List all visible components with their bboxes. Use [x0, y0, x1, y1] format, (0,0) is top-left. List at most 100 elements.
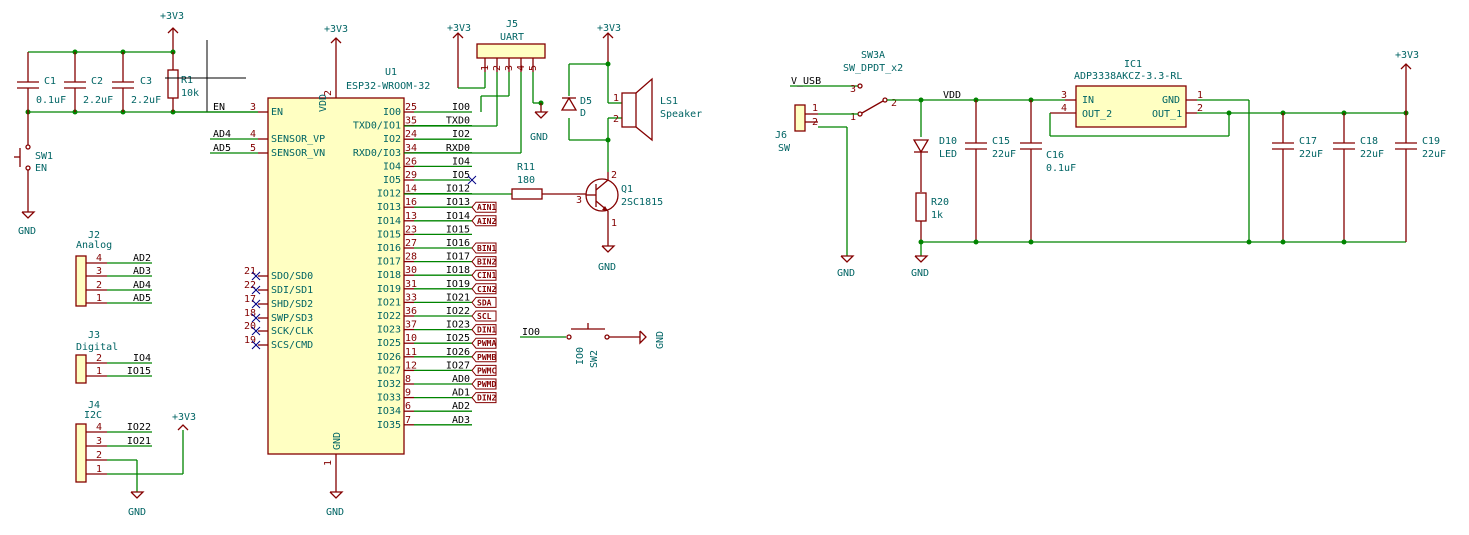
- capacitor-c1: C1 0.1uF: [17, 52, 66, 112]
- svg-text:5: 5: [250, 143, 256, 154]
- svg-text:21: 21: [244, 266, 256, 277]
- global-label: PWMB: [471, 351, 497, 363]
- svg-text:27: 27: [405, 238, 417, 249]
- svg-text:2: 2: [96, 353, 102, 364]
- j4-value: I2C: [84, 410, 102, 421]
- svg-text:IN: IN: [1082, 95, 1094, 106]
- j4-ref: J4: [88, 400, 100, 411]
- ic-u1-esp32: U1 ESP32-WROOM-32 VDD 2 GND 1 EN3SENSOR_…: [244, 60, 497, 492]
- switch-sw2: IO0 GND IO0 SW2: [520, 323, 666, 368]
- svg-text:+3V3: +3V3: [447, 23, 471, 34]
- svg-text:29: 29: [405, 170, 417, 181]
- svg-text:4: 4: [96, 422, 102, 433]
- net-vusb: V_USB: [791, 76, 821, 87]
- svg-text:10: 10: [405, 333, 417, 344]
- net-vdd: VDD: [943, 90, 961, 101]
- svg-text:C17: C17: [1299, 136, 1317, 147]
- svg-text:22: 22: [244, 280, 256, 291]
- global-label: PWMC: [471, 364, 497, 376]
- svg-text:SCS/CMD: SCS/CMD: [271, 340, 313, 351]
- svg-text:GND: GND: [598, 262, 616, 273]
- svg-text:3: 3: [504, 65, 515, 71]
- net-label: IO4: [452, 156, 470, 167]
- sw2-ref: SW2: [589, 350, 600, 368]
- u1-pin-io4: IO4 26 IO4: [383, 156, 472, 172]
- q1-ref: Q1: [621, 184, 633, 195]
- svg-text:18: 18: [244, 308, 256, 319]
- svg-text:22uF: 22uF: [1360, 149, 1384, 160]
- svg-text:SDA: SDA: [477, 298, 492, 307]
- c3-ref: C3: [140, 76, 152, 87]
- global-label: CIN1: [471, 269, 497, 281]
- net-label: IO13: [446, 197, 470, 208]
- net-label: IO17: [446, 252, 470, 263]
- svg-text:11: 11: [405, 347, 417, 358]
- svg-text:2: 2: [611, 170, 617, 181]
- svg-text:2: 2: [96, 450, 102, 461]
- net-label: IO26: [446, 347, 470, 358]
- connector-j6: 1 2 J6 SW: [775, 103, 818, 154]
- net-label: AD3: [133, 266, 151, 277]
- net-label: RXD0: [446, 143, 470, 154]
- svg-text:IO4: IO4: [383, 161, 401, 172]
- svg-text:8: 8: [405, 374, 411, 385]
- gnd-symbol-q1: GND: [598, 245, 616, 273]
- led-d10: D10 LED: [912, 136, 957, 192]
- capacitor-c2: C2 2.2uF: [64, 52, 113, 112]
- svg-text:14: 14: [405, 184, 417, 195]
- r1-ref: R1: [181, 75, 193, 86]
- gnd-symbol-d10: GND: [911, 255, 929, 279]
- global-label: SCL: [471, 310, 497, 322]
- svg-text:IO25: IO25: [377, 338, 401, 349]
- svg-text:IO26: IO26: [377, 352, 401, 363]
- u1-pin-gnd: GND: [332, 432, 343, 450]
- svg-text:DIN1: DIN1: [477, 326, 496, 335]
- svg-text:GND: GND: [326, 507, 344, 518]
- svg-text:SCL: SCL: [477, 312, 492, 321]
- svg-text:1: 1: [850, 112, 856, 123]
- svg-text:SHD/SD2: SHD/SD2: [271, 299, 313, 310]
- svg-text:GND: GND: [837, 268, 855, 279]
- power-symbol-3v3-top-left: +3V3: [160, 11, 184, 50]
- j6-value: SW: [778, 143, 791, 154]
- svg-text:IO21: IO21: [377, 297, 401, 308]
- c15-ref: C15: [992, 136, 1010, 147]
- c15-value: 22uF: [992, 149, 1016, 160]
- u1-pin-sensor-vn: SENSOR_VN5: [250, 143, 325, 159]
- svg-text:OUT_1: OUT_1: [1152, 109, 1182, 120]
- net-label: IO15: [127, 366, 151, 377]
- svg-text:SCK/CLK: SCK/CLK: [271, 326, 313, 337]
- svg-text:IO16: IO16: [377, 243, 401, 254]
- global-label: PWMA: [471, 337, 497, 349]
- global-label: BIN2: [471, 256, 497, 268]
- svg-text:IO34: IO34: [377, 406, 401, 417]
- svg-text:1: 1: [323, 460, 334, 466]
- svg-text:SDO/SD0: SDO/SD0: [271, 271, 313, 282]
- svg-text:1: 1: [1197, 90, 1203, 101]
- svg-text:4: 4: [250, 129, 256, 140]
- net-label: IO12: [446, 184, 470, 195]
- svg-text:1: 1: [96, 293, 102, 304]
- svg-text:2: 2: [812, 117, 818, 128]
- capacitor-c3: C3 2.2uF: [112, 52, 161, 112]
- svg-text:+3V3: +3V3: [324, 24, 348, 35]
- r11-ref: R11: [517, 162, 535, 173]
- power-symbol-3v3-right: +3V3: [1395, 50, 1419, 113]
- net-label: IO4: [133, 353, 151, 364]
- svg-text:3: 3: [1061, 90, 1067, 101]
- svg-text:4: 4: [1061, 103, 1067, 114]
- sw3-ref: SW3A: [861, 50, 885, 61]
- u1-ref: U1: [385, 67, 397, 78]
- net-label: IO0: [452, 102, 470, 113]
- svg-text:28: 28: [405, 252, 417, 263]
- diode-d5: D5 D: [560, 96, 592, 119]
- svg-text:26: 26: [405, 156, 417, 167]
- svg-text:22uF: 22uF: [1299, 149, 1323, 160]
- switch-sw3a: SW3A SW_DPDT_x2 V_USB 3 1 2 VDD: [790, 50, 1065, 123]
